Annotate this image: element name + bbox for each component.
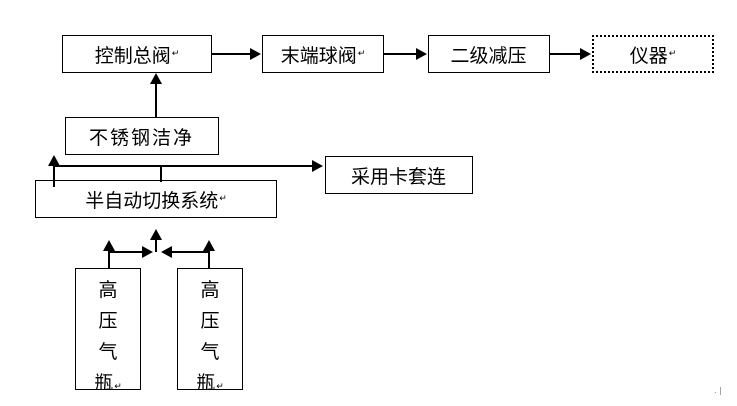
gas-cylinder-left-char-1: 高 (98, 279, 118, 301)
gas-cylinder-left-char-4-glyph: 瓶 (94, 372, 114, 390)
edge-terminal-to-secondary-arrowhead (416, 48, 427, 60)
edge-terminal-to-secondary-line (384, 53, 417, 55)
node-ferrule-connection-label: 采用卡套连 (350, 165, 446, 188)
edge-control-to-terminal-line (212, 53, 251, 55)
return-mark: ↵ (219, 194, 227, 204)
edge-secondary-to-instrument-line (550, 53, 581, 55)
return-mark: ↵ (216, 382, 224, 390)
edge-left-branch-to-junction-line (108, 251, 144, 253)
edge-semiauto-to-stainless-arrowhead (48, 155, 60, 166)
return-mark: ↵ (114, 382, 122, 390)
node-terminal-ball-valve[interactable]: 末端球阀↵ (262, 35, 384, 73)
edge-junction-to-semiauto-line (155, 240, 157, 252)
edge-stainless-to-control-line (155, 84, 157, 117)
return-mark: ↵ (668, 49, 677, 59)
edge-control-to-terminal-arrowhead (250, 48, 261, 60)
return-mark: ↵ (171, 49, 180, 59)
node-semi-auto-switch-system[interactable]: 半自动切换系统↵ (35, 180, 277, 218)
gas-cylinder-right-char-1: 高 (200, 279, 220, 301)
node-instrument-label: 仪器 (629, 44, 668, 67)
edge-semiauto-to-ferrule-line (53, 165, 313, 167)
edge-stainless-to-control-arrowhead (150, 73, 162, 84)
gas-cylinder-right-char-2: 压 (200, 310, 220, 332)
node-stainless-clean-pipe[interactable]: 不锈钢洁净 (65, 117, 219, 155)
node-semi-auto-switch-system-label: 半自动切换系统 (85, 189, 219, 212)
return-mark: ↵ (357, 49, 366, 59)
node-gas-cylinder-right[interactable]: 高 压 气 瓶↵ (177, 268, 243, 390)
node-ferrule-connection[interactable]: 采用卡套连 (325, 156, 473, 194)
edge-secondary-to-instrument-arrowhead (580, 48, 591, 60)
edge-semiauto-to-stainless-line (160, 166, 162, 182)
node-control-main-valve[interactable]: 控制总阀↵ (62, 35, 212, 73)
edge-semiauto-to-stainless-riser (53, 165, 55, 187)
edge-cylinder-right-stem (208, 251, 210, 268)
node-instrument[interactable]: 仪器↵ (592, 35, 714, 73)
gas-cylinder-right-char-4-glyph: 瓶 (196, 372, 216, 390)
gas-cylinder-left-char-3: 气 (98, 341, 118, 363)
edge-right-branch-to-junction-arrowhead (161, 246, 172, 258)
edge-junction-to-semiauto-arrowhead (150, 229, 162, 240)
gas-cylinder-right-char-3: 气 (200, 341, 220, 363)
edge-cylinder-left-stem (108, 251, 110, 268)
gas-cylinder-left-char-2: 压 (98, 310, 118, 332)
cursor-artifact: . | (714, 386, 722, 395)
edge-right-branch-to-junction-line (172, 251, 210, 253)
node-secondary-regulator[interactable]: 二级减压 (428, 35, 550, 73)
gas-cylinder-left-char-4: 瓶↵ (76, 368, 140, 390)
node-control-main-valve-label: 控制总阀 (94, 44, 171, 67)
edge-left-branch-to-junction-arrowhead (142, 246, 153, 258)
edge-cylinder-left-arrowhead (103, 240, 115, 251)
edge-cylinder-right-arrowhead (203, 240, 215, 251)
node-gas-cylinder-left[interactable]: 高 压 气 瓶↵ (75, 268, 141, 390)
node-stainless-clean-pipe-label: 不锈钢洁净 (88, 126, 194, 149)
clipped-header-text: 高压气路系统（气瓶至仪器）采用半自动切换系统及二级减压方式连接示意图 (0, 0, 420, 5)
node-terminal-ball-valve-label: 末端球阀 (280, 44, 357, 67)
node-secondary-regulator-label: 二级减压 (450, 44, 527, 67)
edge-semiauto-to-ferrule-arrowhead (312, 160, 323, 172)
gas-cylinder-right-char-4: 瓶↵ (178, 368, 242, 390)
